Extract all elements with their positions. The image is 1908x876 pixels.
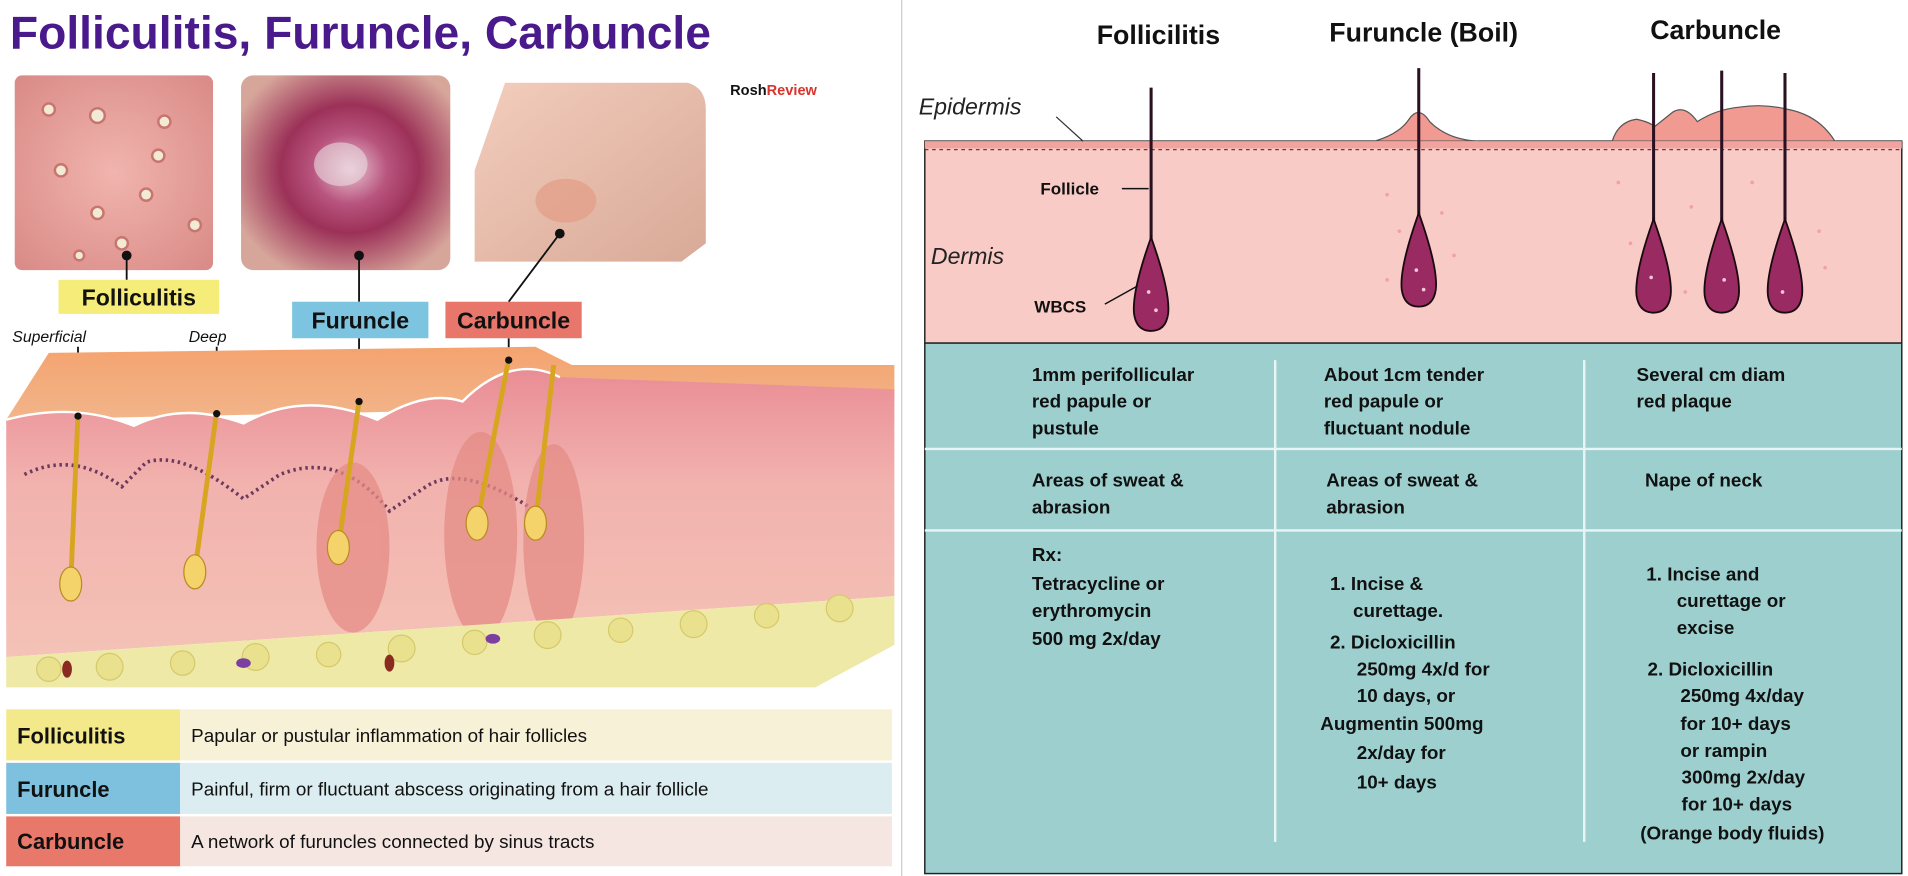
label-folliculitis-bg [58, 279, 220, 314]
cell-line: abrasion [1326, 496, 1405, 517]
comparison-cell: Rx: Tetracycline or erythromycin 500 mg 2x/… [1032, 544, 1165, 649]
label-follicle: Follicle [1040, 180, 1099, 199]
label-dermis: Dermis [931, 243, 1005, 269]
definition-term: Folliculitis [17, 723, 125, 748]
label-carbuncle-bg [445, 301, 582, 339]
definition-term: Furuncle [17, 777, 109, 802]
heading-folliculitis: Follicilitis [1097, 20, 1220, 50]
label-superficial: Superficial [12, 329, 86, 346]
definition-term: Carbuncle [17, 829, 124, 854]
cell-line: fluctuant nodule [1324, 417, 1471, 438]
cell-line: abrasion [1032, 496, 1111, 517]
cell-line: for 10+ days [1680, 713, 1791, 734]
comparison-table: 1mm perifollicular red papule or pustule Ab… [924, 342, 1903, 875]
roshreview-logo: RoshReview [730, 83, 817, 99]
comparison-cell: Several cm diam red plaque [1637, 364, 1786, 412]
cell-line: curettage. [1353, 600, 1443, 621]
cell-line: curettage or [1677, 590, 1787, 611]
cell-line: Areas of sweat & [1032, 470, 1184, 491]
cell-line: red papule or [1032, 391, 1152, 412]
wbc-bulbs [1132, 210, 1804, 332]
photo-folliculitis [14, 75, 214, 271]
cell-line: 1. Incise and [1646, 563, 1759, 584]
photo-furuncle [241, 75, 451, 271]
cell-line: excise [1677, 617, 1735, 638]
cell-line: or rampin [1680, 740, 1767, 761]
comparison-cell: 1. Incise and curettage or excise 2. Diclox… [1640, 563, 1824, 843]
cell-line: red papule or [1324, 391, 1444, 412]
cell-line: 300mg 2x/day [1682, 767, 1806, 788]
definition-row: Carbuncle A network of furuncles connect… [17, 829, 594, 854]
definition-description: Papular or pustular inflammation of hair… [191, 725, 587, 746]
page-title: Folliculitis, Furuncle, Carbuncle [10, 7, 711, 59]
cell-line: Several cm diam [1637, 364, 1786, 385]
cell-line: 250mg 4x/day [1680, 685, 1804, 706]
comparison-cell: Areas of sweat & abrasion [1032, 470, 1184, 518]
comparison-cell: About 1cm tender red papule or fluctuant n… [1324, 364, 1485, 439]
cell-line: About 1cm tender [1324, 364, 1485, 385]
cell-line: Rx: [1032, 544, 1062, 565]
heading-furuncle: Furuncle (Boil) [1329, 17, 1518, 47]
cell-line: 250mg 4x/d for [1357, 658, 1491, 679]
cell-line: 2x/day for [1357, 742, 1447, 763]
definition-row: Folliculitis Papular or pustular inflamm… [17, 723, 587, 748]
cell-line: (Orange body fluids) [1640, 822, 1824, 843]
label-folliculitis: Folliculitis [82, 284, 196, 310]
cell-line: 2. Dicloxicillin [1330, 631, 1456, 652]
cell-line: for 10+ days [1682, 793, 1793, 814]
cell-line: Areas of sweat & [1326, 470, 1478, 491]
cell-line: red plaque [1637, 391, 1732, 412]
cell-line: 10 days, or [1357, 685, 1456, 706]
cell-line: 1mm perifollicular [1032, 364, 1195, 385]
cell-line: 2. Dicloxicillin [1648, 658, 1774, 679]
definition-description: A network of furuncles connected by sinu… [191, 831, 594, 852]
comparison-cell: 1. Incise & curettage. 2. Dicloxicillin 250… [1320, 573, 1490, 792]
inflammation-dots [1385, 180, 1827, 294]
cell-line: Tetracycline or [1032, 573, 1165, 594]
label-furuncle-bg [292, 301, 429, 339]
definition-description: Painful, firm or fluctuant abscess origi… [191, 779, 708, 800]
cell-line: Nape of neck [1645, 470, 1763, 491]
comparison-cell: Areas of sweat & abrasion [1326, 470, 1478, 518]
skin-diagram: Epidermis Dermis Follicle WBCS [919, 68, 1903, 344]
photo-carbuncle [474, 82, 706, 262]
label-furuncle: Furuncle [311, 308, 409, 334]
label-wbcs: WBCS [1034, 298, 1086, 317]
cell-line: 10+ days [1357, 771, 1437, 792]
label-epidermis: Epidermis [919, 93, 1022, 119]
comparison-cell: 1mm perifollicular red papule or pustule [1032, 364, 1195, 439]
label-deep: Deep [189, 329, 227, 346]
cell-line: erythromycin [1032, 600, 1151, 621]
skin-cross-section [5, 346, 895, 688]
definitions-table: Folliculitis Papular or pustular inflamm… [6, 709, 892, 867]
cell-line: 1. Incise & [1330, 573, 1424, 594]
heading-carbuncle: Carbuncle [1650, 15, 1781, 45]
definition-row: Furuncle Painful, firm or fluctuant absc… [17, 777, 708, 802]
comparison-cell: Nape of neck [1645, 470, 1763, 491]
cell-line: Augmentin 500mg [1320, 713, 1483, 734]
cell-line: 500 mg 2x/day [1032, 628, 1161, 649]
cell-line: pustule [1032, 417, 1099, 438]
label-carbuncle: Carbuncle [457, 308, 570, 334]
